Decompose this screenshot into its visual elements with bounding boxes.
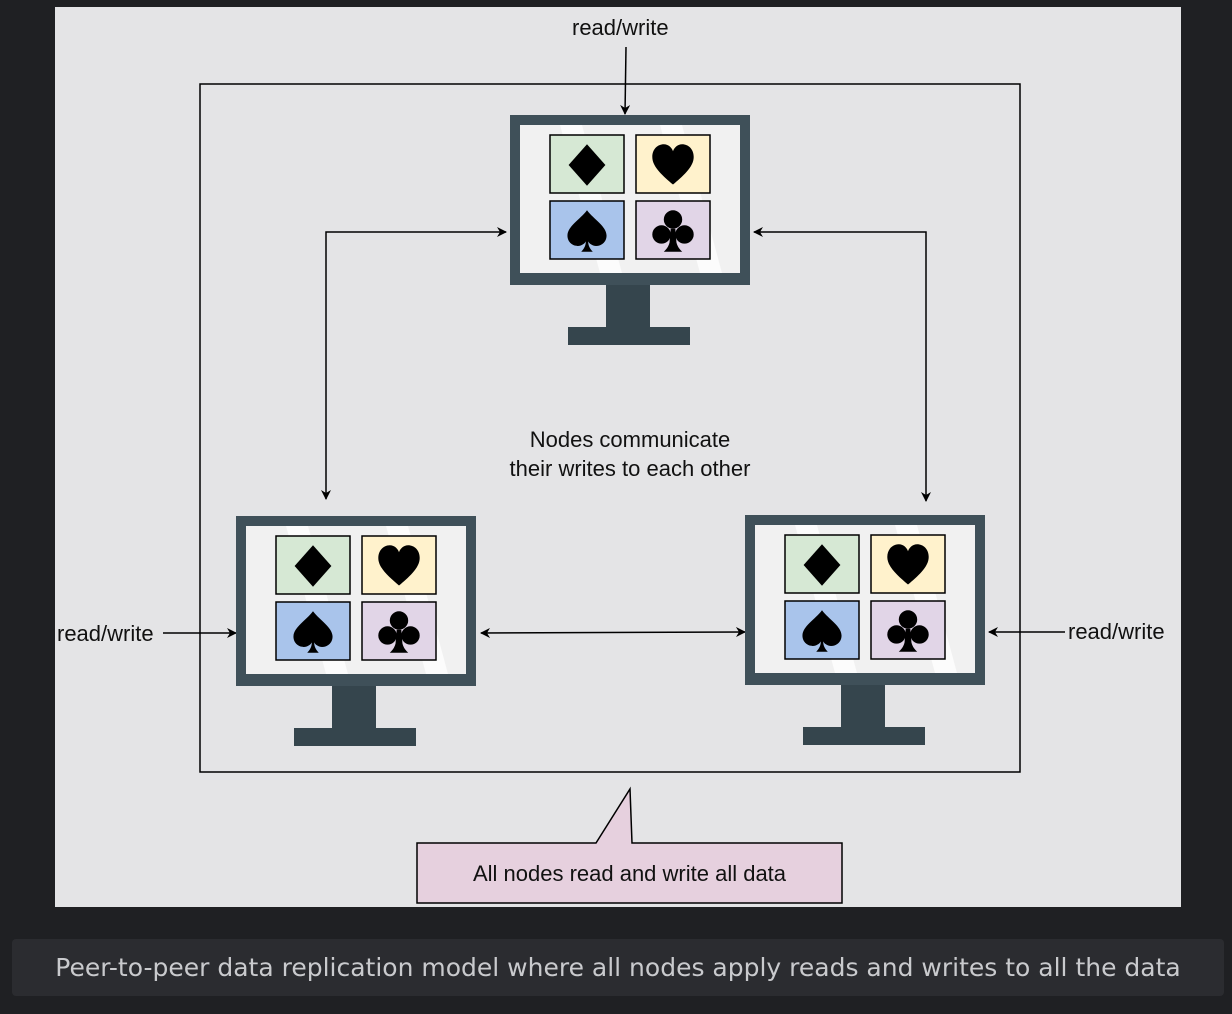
- read-write-label-top: read/write: [572, 15, 669, 40]
- center-annotation: Nodes communicate their writes to each o…: [465, 425, 795, 483]
- caption-text: Peer-to-peer data replication model wher…: [55, 953, 1181, 982]
- center-annotation-line2: their writes to each other: [509, 456, 751, 481]
- arrow-left-to-right: [480, 627, 746, 638]
- monitor-stand-neck: [841, 685, 885, 735]
- node-monitor-top: [510, 115, 750, 345]
- arrow-top-read-write: [620, 46, 631, 115]
- figure-caption: Peer-to-peer data replication model wher…: [12, 939, 1224, 996]
- read-write-label-right: read/write: [1068, 619, 1165, 644]
- monitor-stand-neck: [606, 285, 650, 335]
- monitor-stand-base: [803, 727, 925, 745]
- callout-label: All nodes read and write all data: [472, 861, 787, 886]
- monitor-stand-base: [568, 327, 690, 345]
- cluster-boundary: [199, 83, 1021, 773]
- diagram-canvas: [163, 46, 1065, 904]
- monitor-stand-neck: [332, 686, 376, 736]
- callout-box: [416, 786, 843, 904]
- monitor-stand-base: [294, 728, 416, 746]
- node-monitor-bottom-right: [745, 515, 985, 745]
- center-annotation-line1: Nodes communicate: [529, 427, 731, 452]
- node-monitor-bottom-left: [236, 516, 476, 746]
- read-write-label-left: read/write: [57, 621, 154, 646]
- arrow-top-to-left: [321, 227, 507, 500]
- arrow-top-to-right: [753, 227, 931, 502]
- diagram-figure: read/write read/write read/write Nodes c…: [55, 7, 1181, 907]
